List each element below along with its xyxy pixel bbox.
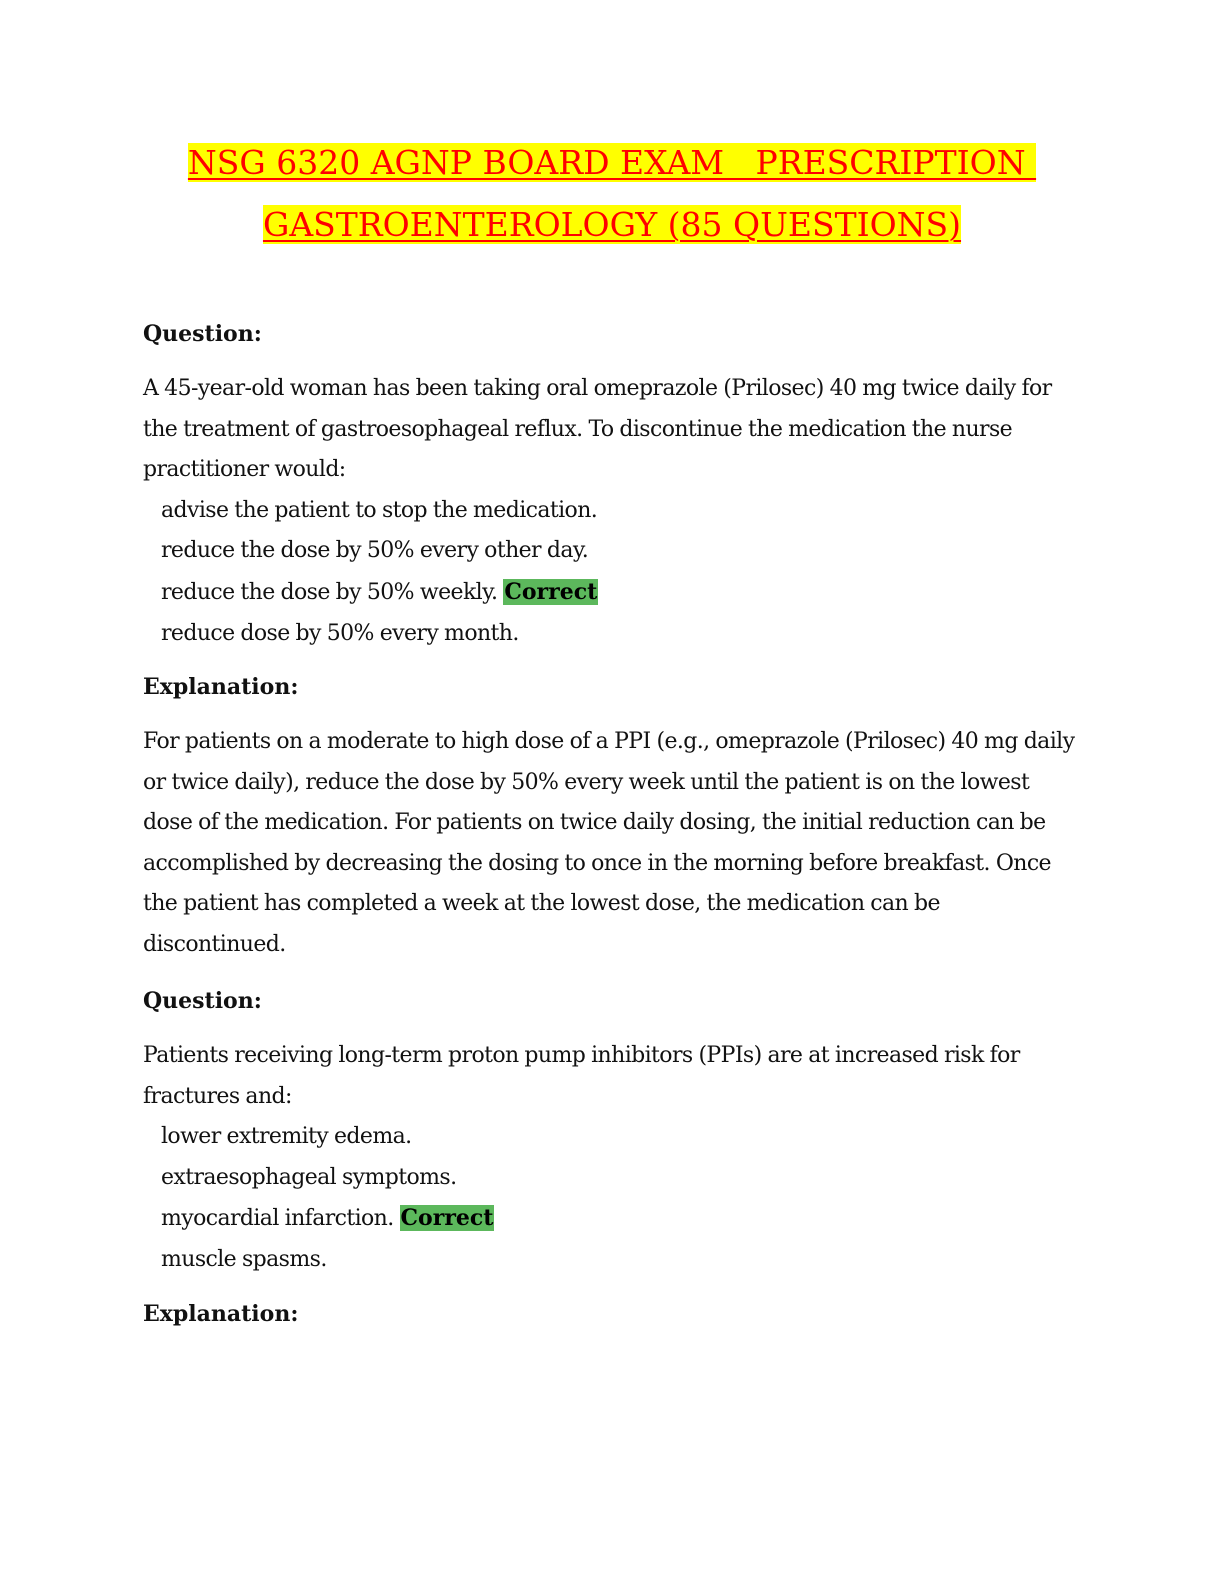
explanation-heading: Explanation: [143,1301,299,1327]
correct-badge: Correct [399,1205,495,1232]
answer-option: advise the patient to stop the medicatio… [161,497,598,523]
question-2-heading-block: Question: [143,987,1083,1015]
explanation-2-heading-block: Explanation: [143,1300,1083,1328]
title-highlight-1: NSG 6320 AGNP BOARD EXAM PRESCRIPTION [187,143,1037,182]
title-highlight-2: GASTROENTEROLOGY (85 QUESTIONS) [262,205,962,244]
document-title-line-1: NSG 6320 AGNP BOARD EXAM PRESCRIPTION [0,141,1224,185]
answer-option: reduce the dose by 50% every other day. [161,538,589,564]
answer-option: extraesophageal symptoms. [161,1164,457,1190]
explanation-1-heading-block: Explanation: [143,673,1083,701]
answer-option-correct: reduce the dose by 50% weekly. Correct [143,572,1083,614]
answer-option-text: myocardial infarction. [161,1206,394,1232]
document-title-line-2: GASTROENTEROLOGY (85 QUESTIONS) [0,203,1224,247]
question-heading: Question: [143,321,262,347]
question-heading: Question: [143,988,262,1014]
question-1-heading-block: Question: [143,320,1083,348]
explanation-1-body: For patients on a moderate to high dose … [143,722,1083,966]
explanation-text: For patients on a moderate to high dose … [143,729,1075,957]
question-2-body: Patients receiving long-term proton pump… [143,1036,1083,1281]
question-text: A 45-year-old woman has been taking oral… [143,376,1052,483]
answer-option: muscle spasms. [161,1246,327,1272]
question-text: Patients receiving long-term proton pump… [143,1043,1020,1109]
correct-badge: Correct [503,578,599,605]
question-1-body: A 45-year-old woman has been taking oral… [143,369,1083,654]
answer-option: lower extremity edema. [161,1124,412,1150]
explanation-heading: Explanation: [143,674,299,700]
answer-option: reduce dose by 50% every month. [161,620,519,646]
answer-option-text: reduce the dose by 50% weekly. [161,579,498,605]
answer-option-correct: myocardial infarction. Correct [143,1198,1083,1240]
